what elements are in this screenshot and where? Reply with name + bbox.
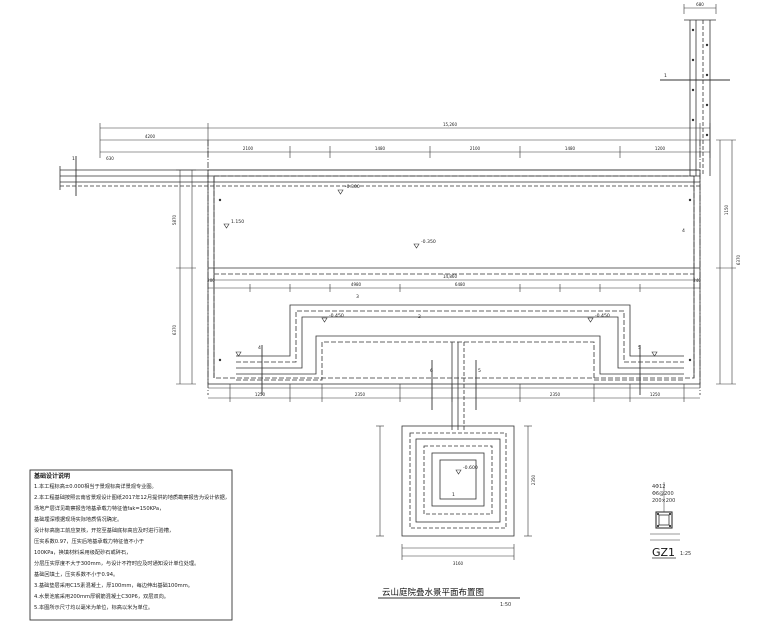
section-mark-4: 3 [356, 294, 359, 300]
elevation-symbols [223, 189, 658, 475]
dim-seg-a: 2100 [243, 146, 254, 151]
note-line: 2.本工程基础按照云南省景观设计图纸2017年12月提供的地质勘察报告为设计依据… [34, 493, 230, 501]
note-line: 1.本工程标高±0.000相当于景观标高详景观专业图。 [34, 482, 157, 490]
dim-depth-total: 6370 [172, 324, 177, 335]
dim-seg-c: 2100 [470, 146, 481, 151]
note-line: 5.本图所示尺寸均以毫米为单位，标高以米为单位。 [34, 603, 153, 611]
dim-upper-pool-span: 4980 [351, 282, 362, 287]
dim-seg-e: 1200 [655, 146, 666, 151]
note-line: 设计标高施工前应复核，开挖至基础底标高应及时进行验槽， [34, 526, 174, 534]
dim-wall-b: 240 [693, 278, 701, 283]
dim-seg-d: 1480 [565, 146, 576, 151]
section-mark-9: 1 [452, 492, 455, 498]
dimension-lines [99, 4, 736, 560]
gz1-spec-1: 4Φ12 [652, 484, 665, 490]
rebar-dots [218, 28, 709, 528]
note-line: 分层压实厚度不大于300mm，与设计不符时应及时通知设计单位处理。 [34, 559, 199, 567]
dim-bottom-b: 2350 [355, 392, 366, 397]
dim-riser-top: 680 [696, 2, 704, 7]
section-markers [75, 79, 730, 410]
section-mark-10: 4 [682, 228, 685, 234]
elev-a: -0.300 [345, 184, 360, 190]
notes-box [29, 469, 233, 621]
gz1-title: GZ1 [652, 546, 675, 559]
dim-inner-width: 14,860 [443, 274, 457, 279]
stepped-weir-outline [236, 304, 684, 381]
dim-depth-right: 6370 [736, 254, 741, 265]
drawing-scale: 1:50 [500, 602, 511, 608]
section-mark-3: 2 [418, 314, 421, 320]
section-mark-7: 6 [430, 368, 433, 374]
dim-bottom-d: 1250 [650, 392, 661, 397]
section-mark-8: 5 [478, 368, 481, 374]
gz1-detail [650, 482, 680, 559]
section-mark-6: 5 [638, 345, 641, 351]
left-wall [207, 140, 701, 395]
right-riser-channel [684, 19, 716, 176]
note-line: 场地产层详见勘察报告地基承载力特征值fak=150KPa， [34, 504, 164, 512]
section-mark-2: 1 [664, 73, 667, 79]
dim-mid-span: 6480 [455, 282, 466, 287]
dim-depth-left: 5870 [172, 214, 177, 225]
elev-e: 1.150 [231, 219, 244, 225]
dim-pool-bottom: 3160 [453, 561, 464, 566]
section-mark-5: 4 [258, 345, 261, 351]
dim-small-a: 630 [106, 156, 114, 161]
note-line: 4.水景池底采用200mm厚钢筋混凝土C30P6，双层双向。 [34, 592, 169, 600]
gz1-scale: 1:25 [680, 551, 691, 557]
dim-bottom-a: 1250 [255, 392, 266, 397]
dim-pool-side: 2350 [531, 474, 536, 485]
notes-lines: 1.本工程标高±0.000相当于景观标高详景观专业图。 2.本工程基础按照云南省… [34, 482, 230, 611]
elev-c2: -0.450 [595, 313, 610, 319]
drawing-title: 云山庭院叠水景平面布置图 [382, 587, 484, 598]
gz1-spec-3: 200×200 [652, 498, 675, 504]
dim-left-run: 4200 [145, 134, 156, 139]
gz1-spec-2: Φ6@200 [652, 491, 674, 497]
section-mark-1: 1 [72, 156, 75, 162]
dim-bottom-c: 2350 [550, 392, 561, 397]
dim-right-a: 1150 [724, 204, 729, 215]
note-line: 100KPa，换填材料采用级配砂石或碎石， [34, 548, 131, 556]
elev-b: -0.350 [421, 239, 436, 245]
down-channel [451, 342, 465, 430]
dim-wall-a: 200 [207, 278, 215, 283]
lower-square-pool [401, 425, 515, 537]
notes-title: 基础设计说明 [33, 472, 70, 480]
elev-c: -0.450 [329, 313, 344, 319]
elev-d: -0.600 [463, 465, 478, 471]
note-line: 基础埋深根据现场实际地质情况确定。 [34, 515, 122, 523]
dim-seg-b: 1480 [375, 146, 386, 151]
note-line: 压实系数0.97，压实后地基承载力特征值不小于 [34, 537, 144, 545]
dim-overall-width: 15,260 [443, 122, 457, 127]
note-line: 3.基础垫层采用C15素混凝土，厚100mm，每边伸出基础100mm。 [34, 581, 193, 589]
note-line: 基础回填土，压实系数不小于0.94。 [34, 570, 118, 578]
